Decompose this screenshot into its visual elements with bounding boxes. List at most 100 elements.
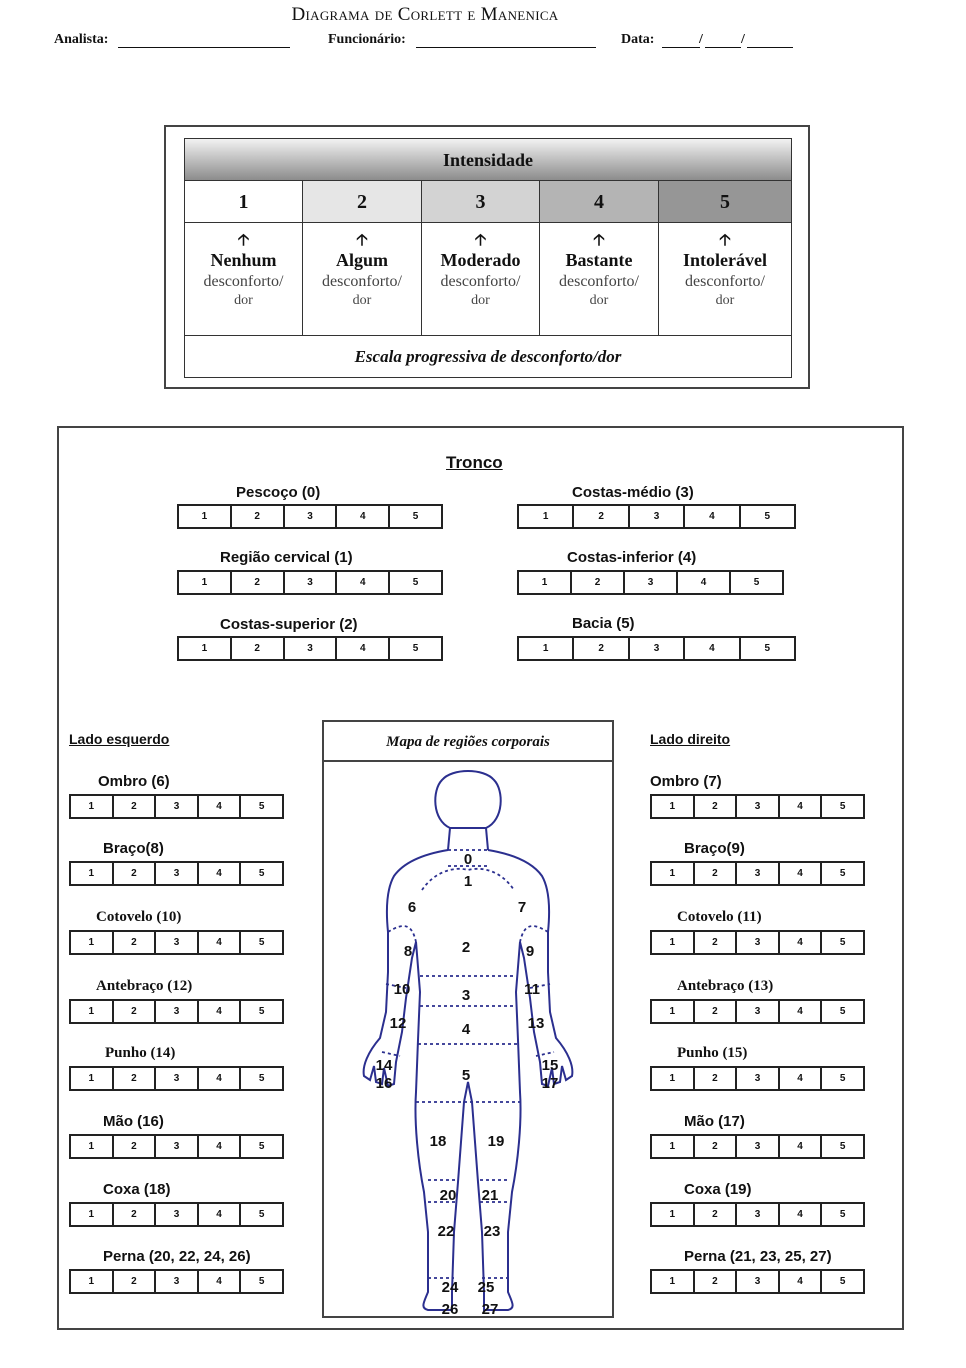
rating-cell[interactable]: 5 (412, 511, 419, 522)
rating-cell[interactable]: 4 (685, 638, 741, 659)
rating-cell[interactable]: 1 (519, 572, 572, 593)
rating-cell[interactable]: 5 (839, 937, 846, 948)
rating-cell[interactable]: 3 (630, 638, 686, 659)
rating-cell[interactable]: 3 (737, 1271, 780, 1292)
rating-cell[interactable]: 5 (839, 1141, 846, 1152)
rating-cell[interactable]: 1 (71, 796, 114, 817)
rating-cell[interactable]: 3 (156, 1204, 199, 1225)
rating-cell[interactable]: 4 (780, 1068, 823, 1089)
rating-cell[interactable]: 5 (839, 1209, 846, 1220)
rating-cell[interactable]: 5 (258, 1209, 265, 1220)
rating-cell[interactable]: 2 (695, 1068, 738, 1089)
rating-cell[interactable]: 1 (71, 1204, 114, 1225)
rating-cell[interactable]: 2 (695, 1001, 738, 1022)
rating-cell[interactable]: 5 (764, 511, 771, 522)
rating-cell[interactable]: 2 (572, 572, 625, 593)
rating-cell[interactable]: 3 (156, 1001, 199, 1022)
rating-cell[interactable]: 3 (737, 1136, 780, 1157)
rating-cell[interactable]: 5 (258, 1073, 265, 1084)
rating-cell[interactable]: 4 (337, 638, 391, 659)
rating-cell[interactable]: 2 (232, 638, 285, 659)
rating-cell[interactable]: 1 (71, 932, 114, 953)
rating-cell[interactable]: 2 (114, 863, 157, 884)
rating-cell[interactable]: 1 (652, 863, 695, 884)
rating-cell[interactable]: 4 (199, 932, 242, 953)
rating-cell[interactable]: 4 (780, 932, 823, 953)
rating-cell[interactable]: 2 (232, 506, 285, 527)
rating-cell[interactable]: 3 (156, 932, 199, 953)
rating-cell[interactable]: 4 (199, 796, 242, 817)
rating-cell[interactable]: 4 (337, 572, 391, 593)
rating-cell[interactable]: 1 (71, 1136, 114, 1157)
rating-cell[interactable]: 4 (780, 1136, 823, 1157)
employee-field[interactable] (416, 34, 596, 48)
rating-cell[interactable]: 4 (199, 863, 242, 884)
rating-cell[interactable]: 1 (652, 1204, 695, 1225)
rating-cell[interactable]: 3 (156, 1136, 199, 1157)
rating-cell[interactable]: 3 (285, 506, 338, 527)
rating-cell[interactable]: 5 (839, 801, 846, 812)
rating-cell[interactable]: 5 (258, 1006, 265, 1017)
rating-cell[interactable]: 4 (678, 572, 731, 593)
rating-cell[interactable]: 4 (780, 1271, 823, 1292)
rating-cell[interactable]: 1 (652, 1001, 695, 1022)
rating-cell[interactable]: 3 (156, 796, 199, 817)
rating-cell[interactable]: 3 (737, 1001, 780, 1022)
rating-cell[interactable]: 3 (285, 572, 338, 593)
rating-cell[interactable]: 3 (285, 638, 338, 659)
rating-cell[interactable]: 2 (695, 1271, 738, 1292)
rating-cell[interactable]: 4 (199, 1271, 242, 1292)
rating-cell[interactable]: 2 (574, 506, 630, 527)
rating-cell[interactable]: 2 (232, 572, 285, 593)
rating-cell[interactable]: 3 (156, 1068, 199, 1089)
rating-cell[interactable]: 2 (114, 1271, 157, 1292)
rating-cell[interactable]: 1 (179, 638, 232, 659)
rating-cell[interactable]: 3 (737, 796, 780, 817)
rating-cell[interactable]: 1 (71, 863, 114, 884)
rating-cell[interactable]: 1 (652, 1136, 695, 1157)
rating-cell[interactable]: 3 (156, 1271, 199, 1292)
rating-cell[interactable]: 3 (156, 863, 199, 884)
rating-cell[interactable]: 1 (652, 1271, 695, 1292)
rating-cell[interactable]: 3 (737, 932, 780, 953)
date-day-field[interactable] (662, 34, 700, 48)
rating-cell[interactable]: 2 (114, 1136, 157, 1157)
rating-cell[interactable]: 5 (839, 868, 846, 879)
rating-cell[interactable]: 2 (695, 1204, 738, 1225)
rating-cell[interactable]: 4 (780, 796, 823, 817)
rating-cell[interactable]: 4 (199, 1204, 242, 1225)
rating-cell[interactable]: 5 (258, 1141, 265, 1152)
rating-cell[interactable]: 2 (695, 1136, 738, 1157)
rating-cell[interactable]: 4 (199, 1136, 242, 1157)
rating-cell[interactable]: 1 (519, 506, 575, 527)
rating-cell[interactable]: 5 (839, 1276, 846, 1287)
rating-cell[interactable]: 2 (574, 638, 630, 659)
rating-cell[interactable]: 4 (199, 1068, 242, 1089)
rating-cell[interactable]: 3 (625, 572, 678, 593)
rating-cell[interactable]: 5 (412, 577, 419, 588)
rating-cell[interactable]: 5 (258, 801, 265, 812)
rating-cell[interactable]: 2 (114, 1204, 157, 1225)
rating-cell[interactable]: 1 (652, 932, 695, 953)
rating-cell[interactable]: 3 (737, 1204, 780, 1225)
rating-cell[interactable]: 5 (412, 643, 419, 654)
rating-cell[interactable]: 2 (695, 863, 738, 884)
rating-cell[interactable]: 4 (685, 506, 741, 527)
rating-cell[interactable]: 5 (258, 868, 265, 879)
date-year-field[interactable] (747, 34, 793, 48)
rating-cell[interactable]: 5 (764, 643, 771, 654)
rating-cell[interactable]: 3 (630, 506, 686, 527)
rating-cell[interactable]: 3 (737, 863, 780, 884)
rating-cell[interactable]: 2 (114, 1001, 157, 1022)
rating-cell[interactable]: 5 (258, 1276, 265, 1287)
analyst-field[interactable] (118, 34, 290, 48)
rating-cell[interactable]: 2 (114, 796, 157, 817)
rating-cell[interactable]: 2 (695, 796, 738, 817)
rating-cell[interactable]: 1 (71, 1271, 114, 1292)
rating-cell[interactable]: 1 (652, 1068, 695, 1089)
rating-cell[interactable]: 1 (652, 796, 695, 817)
rating-cell[interactable]: 4 (780, 1001, 823, 1022)
rating-cell[interactable]: 5 (839, 1006, 846, 1017)
rating-cell[interactable]: 4 (780, 863, 823, 884)
rating-cell[interactable]: 5 (258, 937, 265, 948)
